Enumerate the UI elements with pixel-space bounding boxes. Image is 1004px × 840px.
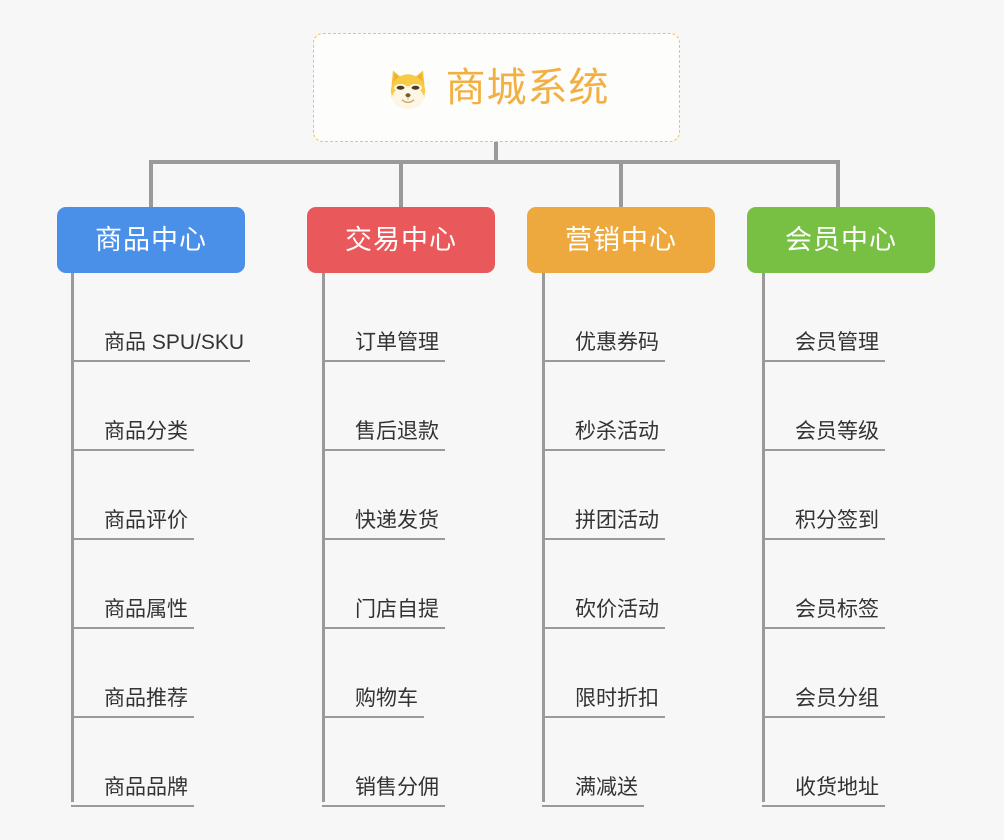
leaf-rail	[542, 273, 545, 802]
leaf-item[interactable]: 购物车	[322, 629, 424, 718]
leaf-item[interactable]: 拼团活动	[542, 451, 665, 540]
leaf-rail	[762, 273, 765, 802]
category-label: 营销中心	[565, 224, 677, 255]
root-title: 商城系统	[445, 65, 610, 110]
category-box-3[interactable]: 营销中心	[527, 207, 715, 273]
root-node[interactable]: 商城系统	[313, 33, 680, 142]
leaf-label: 会员管理	[762, 330, 885, 362]
category-box-1[interactable]: 商品中心	[57, 207, 245, 273]
leaf-item[interactable]: 会员管理	[762, 273, 885, 362]
leaf-label: 商品评价	[71, 508, 194, 540]
leaf-item[interactable]: 销售分佣	[322, 718, 445, 807]
leaf-label: 积分签到	[762, 508, 885, 540]
leaf-item[interactable]: 会员分组	[762, 629, 885, 718]
leaf-label: 砍价活动	[542, 597, 665, 629]
leaf-label: 商品分类	[71, 419, 194, 451]
leaf-label: 商品 SPU/SKU	[71, 330, 251, 362]
leaf-item[interactable]: 快递发货	[322, 451, 445, 540]
leaf-item[interactable]: 售后退款	[322, 362, 445, 451]
connector-drop-2	[399, 160, 403, 208]
leaf-item[interactable]: 砍价活动	[542, 540, 665, 629]
category-label: 交易中心	[345, 224, 457, 255]
leaf-item[interactable]: 门店自提	[322, 540, 445, 629]
leaf-item[interactable]: 收货地址	[762, 718, 885, 807]
leaf-item[interactable]: 商品属性	[71, 540, 194, 629]
category-label: 会员中心	[785, 224, 897, 255]
leaf-item[interactable]: 商品品牌	[71, 718, 194, 807]
leaf-label: 售后退款	[322, 419, 445, 451]
connector-root-stem	[494, 142, 498, 164]
leaf-rail	[322, 273, 325, 802]
leaf-label: 销售分佣	[322, 775, 445, 807]
leaf-item[interactable]: 商品评价	[71, 451, 194, 540]
connector-drop-3	[619, 160, 623, 208]
leaf-label: 门店自提	[322, 597, 445, 629]
leaf-label: 会员标签	[762, 597, 885, 629]
leaf-label: 会员等级	[762, 419, 885, 451]
leaf-label: 收货地址	[762, 775, 885, 807]
leaf-label: 会员分组	[762, 686, 885, 718]
leaf-label: 优惠券码	[542, 330, 665, 362]
leaf-label: 限时折扣	[542, 686, 665, 718]
connector-drop-4	[836, 160, 840, 208]
leaf-item[interactable]: 满减送	[542, 718, 644, 807]
leaf-label: 快递发货	[322, 508, 445, 540]
category-box-4[interactable]: 会员中心	[747, 207, 935, 273]
connector-drop-1	[149, 160, 153, 208]
shiba-dog-icon	[384, 66, 432, 114]
leaf-rail	[71, 273, 74, 802]
leaf-label: 满减送	[542, 775, 644, 807]
leaf-item[interactable]: 限时折扣	[542, 629, 665, 718]
leaf-label: 商品品牌	[71, 775, 194, 807]
leaf-item[interactable]: 商品分类	[71, 362, 194, 451]
leaf-label: 订单管理	[322, 330, 445, 362]
leaf-label: 秒杀活动	[542, 419, 665, 451]
leaf-item[interactable]: 积分签到	[762, 451, 885, 540]
leaf-item[interactable]: 会员标签	[762, 540, 885, 629]
leaf-item[interactable]: 会员等级	[762, 362, 885, 451]
leaf-item[interactable]: 优惠券码	[542, 273, 665, 362]
category-box-2[interactable]: 交易中心	[307, 207, 495, 273]
leaf-item[interactable]: 秒杀活动	[542, 362, 665, 451]
leaf-label: 购物车	[322, 686, 424, 718]
leaf-label: 拼团活动	[542, 508, 665, 540]
leaf-item[interactable]: 商品推荐	[71, 629, 194, 718]
leaf-label: 商品属性	[71, 597, 194, 629]
connector-horizontal-bus	[149, 160, 840, 164]
leaf-item[interactable]: 商品 SPU/SKU	[71, 273, 251, 362]
leaf-item[interactable]: 订单管理	[322, 273, 445, 362]
category-label: 商品中心	[95, 224, 207, 255]
leaf-label: 商品推荐	[71, 686, 194, 718]
